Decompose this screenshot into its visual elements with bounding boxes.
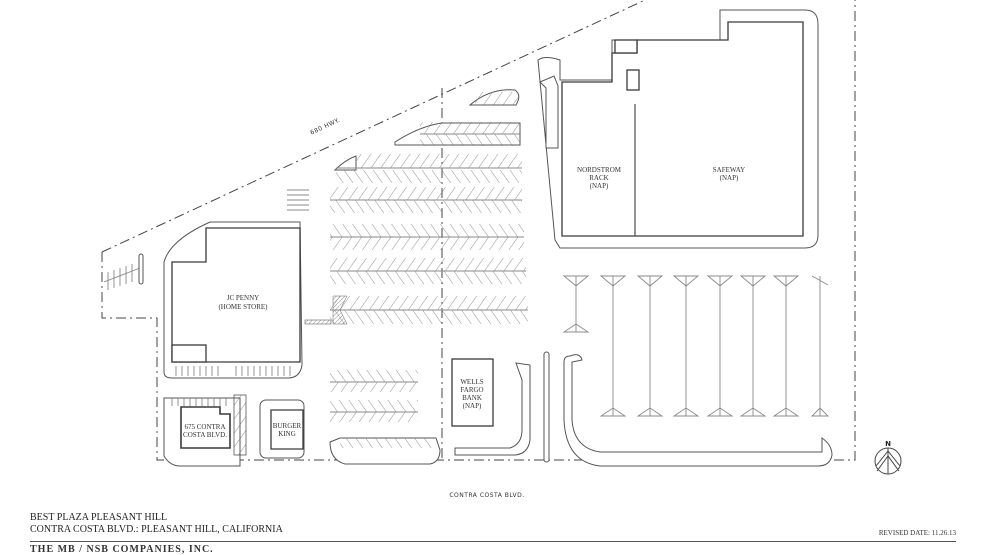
safeway-label: SAFEWAY: [713, 166, 745, 174]
jc-penny-pad: [163, 189, 332, 379]
title-block: BEST PLAZA PLEASANT HILL CONTRA COSTA BL…: [30, 512, 283, 536]
wells-fargo-building: [451, 358, 494, 427]
street-label: CONTRA COSTA BLVD.: [449, 492, 524, 499]
nordstrom-label-2: RACK: [589, 174, 608, 182]
right-parking-stalls: [562, 275, 830, 417]
wells-fargo-curb: [454, 362, 531, 456]
burger-king-label-2: KING: [278, 430, 296, 438]
wells-fargo-label: WELLS: [460, 378, 483, 386]
property-line: [101, 0, 856, 461]
pad-buildings: [163, 394, 305, 467]
revised-date: REVISED DATE: 11.26.13: [878, 529, 956, 537]
contra-675-label-2: COSTA BLVD.: [183, 431, 227, 439]
north-arrow-icon: N: [874, 440, 902, 475]
nordstrom-label-3: (NAP): [590, 182, 609, 190]
title-rule: [30, 541, 956, 542]
south-curb: [563, 354, 833, 467]
anchor-buildings: [537, 9, 819, 249]
plaza-address: CONTRA COSTA BLVD.: PLEASANT HILL, CALIF…: [30, 524, 283, 535]
jc-penny-label: JC PENNY: [227, 294, 259, 302]
svg-text:N: N: [885, 440, 891, 448]
company-name: THE MB / NSB COMPANIES, INC.: [30, 544, 214, 555]
wells-fargo-label-2: FARGO: [460, 386, 483, 394]
highway-label: 680 HWY.: [309, 117, 341, 137]
parking-rows: [329, 89, 528, 465]
contra-675-label: 675 CONTRA: [184, 423, 225, 431]
left-stalls: [103, 253, 144, 290]
safeway-label-2: (NAP): [720, 174, 739, 182]
burger-king-label: BURGER: [273, 422, 302, 430]
median-curb: [543, 351, 550, 463]
plaza-name: BEST PLAZA PLEASANT HILL: [30, 512, 168, 523]
wells-fargo-label-4: (NAP): [463, 402, 482, 410]
jc-penny-sublabel: (HOME STORE): [218, 303, 268, 311]
wells-fargo-label-3: BANK: [462, 394, 482, 402]
nordstrom-label: NORDSTROM: [577, 166, 622, 174]
